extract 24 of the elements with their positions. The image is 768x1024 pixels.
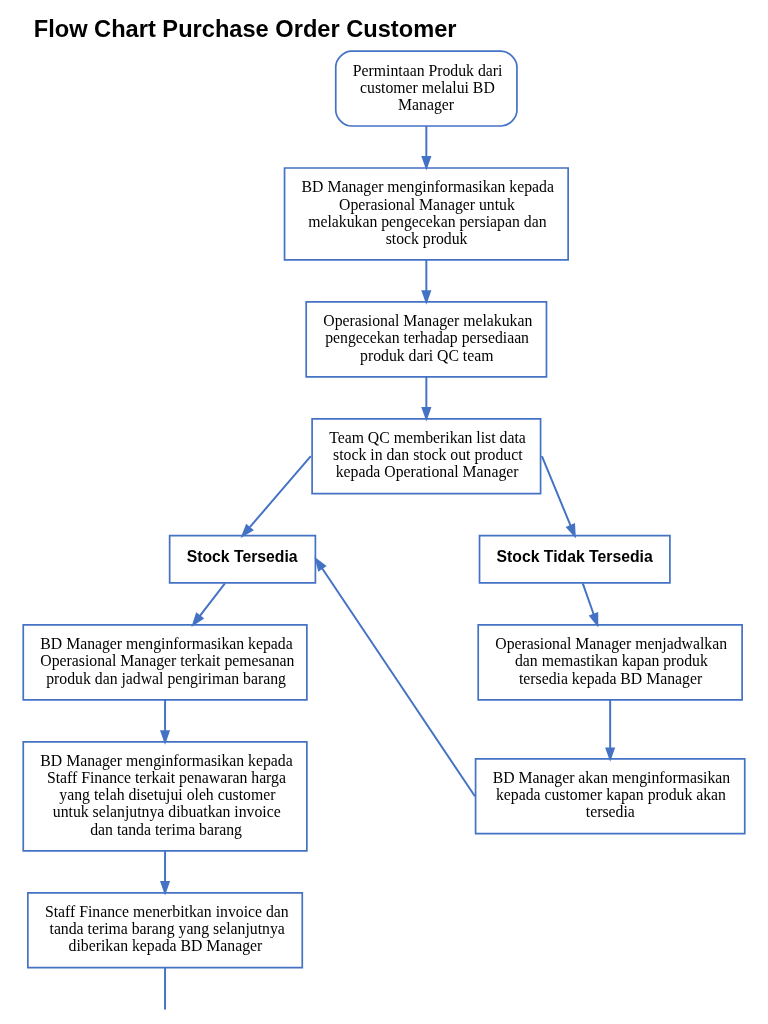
arrow — [581, 581, 599, 627]
diagram-title: Flow Chart Purchase Order Customer — [33, 15, 457, 42]
node-box: Permintaan Produk dari customer melalui BD Manager — [334, 49, 518, 127]
node-box: Stock Tersedia — [168, 534, 317, 584]
node-box: Staff Finance menerbitkan invoice dan tanda terima barang yang selanjutnya diberikan kepada BD Manager — [27, 891, 304, 968]
connector — [164, 966, 167, 1011]
arrow — [160, 849, 171, 895]
node-box: Operasional Manager melakukan pengecekan terhadap persediaan produk dari QC team — [305, 300, 548, 378]
arrow — [160, 698, 171, 745]
arrow — [314, 556, 476, 797]
node-box: Stock Tidak Tersedia — [478, 534, 671, 584]
node-box: BD Manager menginformasikan kepada Operasional Manager untuk melakukan pengecekan persiapan dan stock produk — [283, 166, 569, 261]
arrow — [421, 124, 432, 171]
arrow — [191, 581, 226, 627]
arrow — [240, 454, 312, 538]
node-box: BD Manager menginformasikan kepada Operasional Manager terkait pemesanan produk dan jadwal pengiriman barang — [22, 623, 308, 701]
node-box: BD Manager akan menginformasikan kepada customer kapan produk akan tersedia — [474, 757, 746, 835]
node-box: Team QC memberikan list data stock in dan stock out product kepada Operational Manager — [311, 417, 542, 494]
node-box: Operasional Manager menjadwalkan dan memastikan kapan produk tersedia kepada BD Manager — [477, 623, 743, 701]
arrow — [421, 258, 432, 305]
arrow — [540, 454, 576, 538]
arrow — [421, 375, 432, 422]
node-box: BD Manager menginformasikan kepada Staff Finance terkait penawaran harga yang telah disetujui oleh customer untuk selanjutnya dibuatkan invoice dan tanda terima barang — [22, 740, 308, 852]
arrow — [605, 698, 616, 762]
